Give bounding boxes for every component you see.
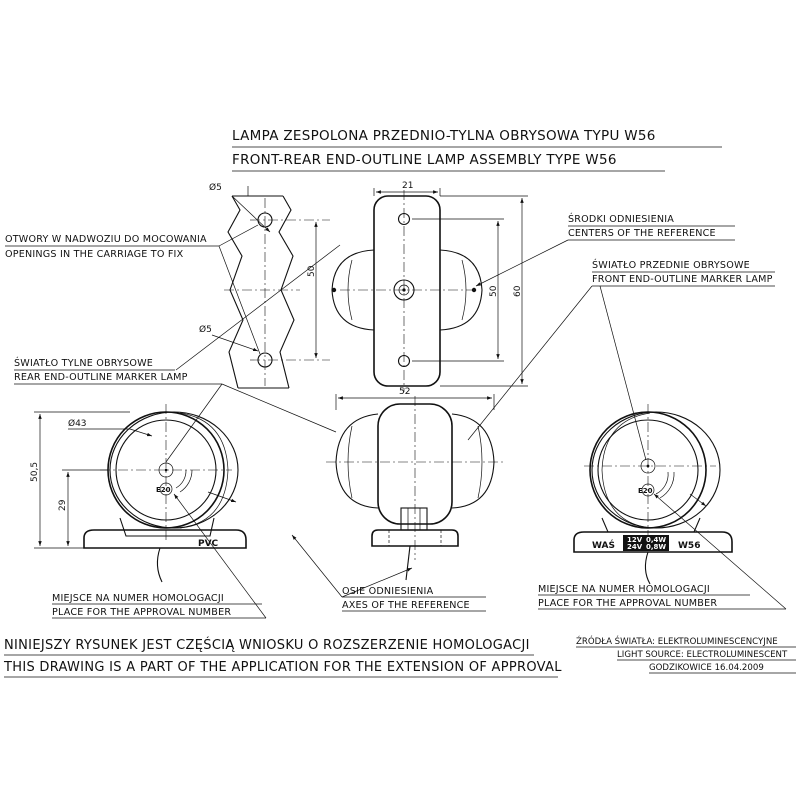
- front-base: [371, 529, 459, 547]
- front-marker-pl: ŚWIATŁO PRZEDNIE OBRYSOWE: [592, 258, 750, 271]
- footer-notes: NINIEJSZY RYSUNEK JEST CZĘŚCIĄ WNIOSKU O…: [3, 637, 562, 678]
- total-height-dimension: 50,5: [30, 462, 40, 482]
- front-approval-mark: E20: [638, 487, 653, 495]
- inner-spacing-dimension: 50: [489, 285, 499, 297]
- front-dome-right: [451, 413, 495, 509]
- front-marker-en: FRONT END-OUTLINE MARKER LAMP: [592, 274, 773, 285]
- mounting-holes-view: 50 Ø5 Ø5: [199, 182, 330, 389]
- rear-side-view: E20 PVC Ø43 50,5 29: [30, 404, 247, 583]
- axes-pl: OSIE ODNIESIENIA: [342, 586, 434, 597]
- height-dimension: 60: [513, 285, 523, 297]
- place-date: GODZIKOWICE 16.04.2009: [649, 663, 764, 673]
- voltage-12v: 12V: [627, 536, 643, 544]
- rear-marker-en: REAR END-OUTLINE MARKER LAMP: [14, 372, 188, 383]
- light-source-en: LIGHT SOURCE: ELECTROLUMINESCENT: [617, 650, 788, 660]
- footer-source: ŹRÓDŁA ŚWIATŁA: ELEKTROLUMINESCENCYJNE L…: [576, 635, 796, 674]
- front-side-base: [573, 531, 733, 553]
- voltage-plate: [623, 535, 669, 551]
- voltage-24v: 24V: [627, 543, 643, 551]
- approval-left-pl: MIEJSCE NA NUMER HOMOLOGACJI: [52, 593, 224, 604]
- top-view: 21 50 60: [331, 181, 528, 392]
- approval-left-en: PLACE FOR THE APPROVAL NUMBER: [52, 607, 231, 618]
- front-side-cable: [644, 551, 651, 585]
- title-polish: LAMPA ZESPOLONA PRZEDNIO-TYLNA OBRYSOWA …: [232, 128, 656, 144]
- lamp-body-top: [373, 195, 441, 387]
- reference-centers-callout: ŚRODKI ODNIESIENIA CENTERS OF THE REFERE…: [475, 212, 735, 287]
- rear-approval-mark: E20: [156, 486, 171, 494]
- type-marking: W56: [678, 541, 700, 551]
- holes-callout: OTWORY W NADWOZIU DO MOCOWANIA OPENINGS …: [5, 224, 261, 355]
- rear-base: [83, 529, 247, 549]
- light-source-pl: ŹRÓDŁA ŚWIATŁA: ELEKTROLUMINESCENCYJNE: [576, 635, 778, 647]
- pvc-marking: PVC: [198, 539, 219, 549]
- rear-marker-pl: ŚWIATŁO TYLNE OBRYSOWE: [14, 356, 153, 369]
- hole-bottom-diameter: Ø5: [199, 324, 212, 335]
- front-cable: [405, 545, 411, 581]
- ref-centers-en: CENTERS OF THE REFERENCE: [568, 228, 716, 239]
- front-dome-left: [335, 413, 379, 509]
- rear-cable: [156, 547, 163, 583]
- approval-right-pl: MIEJSCE NA NUMER HOMOLOGACJI: [538, 584, 710, 595]
- front-side-view: E20 WAŚ 12V 0,4W 24V 0,8W W56: [573, 404, 733, 585]
- application-note-en: THIS DRAWING IS A PART OF THE APPLICATIO…: [3, 660, 562, 675]
- axes-callout: OSIE ODNIESIENIA AXES OF THE REFERENCE: [291, 534, 486, 612]
- center-height-dimension: 29: [58, 499, 68, 511]
- rear-marker-callout: ŚWIATŁO TYLNE OBRYSOWE REAR END-OUTLINE …: [14, 244, 341, 463]
- drawing-title: LAMPA ZESPOLONA PRZEDNIO-TYLNA OBRYSOWA …: [232, 128, 722, 172]
- panel-break-right: [278, 195, 295, 389]
- ref-centers-pl: ŚRODKI ODNIESIENIA: [568, 212, 674, 225]
- holes-label-pl: OTWORY W NADWOZIU DO MOCOWANIA: [5, 234, 207, 245]
- panel-break-left: [227, 195, 244, 389]
- dome-right: [439, 249, 483, 331]
- wattage-12v: 0,4W: [646, 536, 666, 544]
- holes-label-en: OPENINGS IN THE CARRIAGE TO FIX: [5, 249, 184, 260]
- hole-spacing-dimension: 50: [307, 265, 317, 277]
- approval-left-callout: MIEJSCE NA NUMER HOMOLOGACJI PLACE FOR T…: [52, 493, 267, 619]
- approval-right-callout: MIEJSCE NA NUMER HOMOLOGACJI PLACE FOR T…: [538, 493, 787, 610]
- length-dimension: 52: [399, 387, 410, 397]
- approval-right-en: PLACE FOR THE APPROVAL NUMBER: [538, 598, 717, 609]
- application-note-pl: NINIEJSZY RYSUNEK JEST CZĘŚCIĄ WNIOSKU O…: [4, 637, 530, 653]
- hole-top-diameter: Ø5: [209, 182, 222, 193]
- title-english: FRONT-REAR END-OUTLINE LAMP ASSEMBLY TYP…: [232, 152, 617, 168]
- lens-diameter-dimension: Ø43: [68, 418, 87, 429]
- width-dimension: 21: [402, 181, 413, 191]
- wattage-24v: 0,8W: [646, 543, 666, 551]
- axes-en: AXES OF THE REFERENCE: [342, 600, 470, 611]
- was-marking: WAŚ: [592, 539, 615, 551]
- front-marker-callout: ŚWIATŁO PRZEDNIE OBRYSOWE FRONT END-OUTL…: [467, 258, 775, 461]
- front-view: 52: [326, 387, 504, 581]
